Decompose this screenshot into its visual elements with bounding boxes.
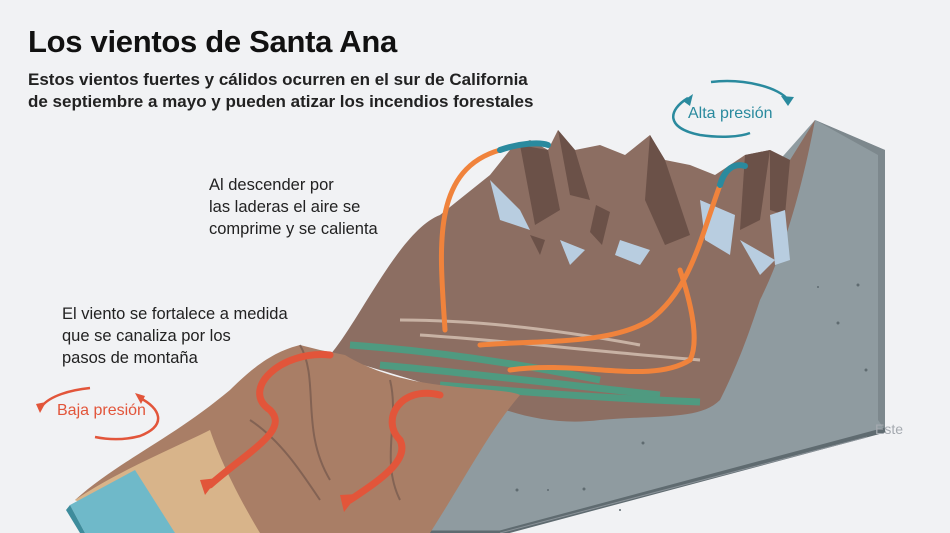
annotation-line: El viento se fortalece a medida bbox=[62, 305, 288, 323]
wind-arrows-warm bbox=[438, 147, 723, 375]
wind-arrows-cool bbox=[497, 140, 748, 188]
subtitle-line: Estos vientos fuertes y cálidos ocurren … bbox=[28, 70, 528, 89]
annotation-descent: Al descender por las laderas el aire se … bbox=[209, 174, 378, 240]
annotation-canalize: El viento se fortalece a medida que se c… bbox=[62, 303, 288, 369]
slab-right-edge bbox=[815, 120, 885, 430]
annotation-line: comprime y se calienta bbox=[209, 220, 378, 238]
annotation-line: pasos de montaña bbox=[62, 349, 198, 367]
annotation-line: las laderas el aire se bbox=[209, 198, 361, 216]
annotation-line: que se canaliza por los bbox=[62, 327, 231, 345]
wind-arrows-hot bbox=[206, 351, 444, 504]
high-pressure-label: Alta presión bbox=[688, 105, 773, 122]
ocean-edge bbox=[66, 505, 85, 533]
page-title: Los vientos de Santa Ana bbox=[28, 24, 397, 59]
hot-arrowheads bbox=[200, 478, 358, 512]
subtitle: Estos vientos fuertes y cálidos ocurren … bbox=[28, 69, 533, 113]
east-direction-label: Este bbox=[875, 421, 904, 437]
valley-light-streaks bbox=[399, 318, 701, 362]
annotation-line: Al descender por bbox=[209, 176, 334, 194]
east-direction-line bbox=[499, 436, 868, 533]
slab-bottom-edge bbox=[380, 427, 886, 533]
ocean bbox=[70, 470, 175, 533]
subtitle-line: de septiembre a mayo y pueden atizar los… bbox=[28, 92, 534, 111]
valley-stripes bbox=[349, 341, 701, 406]
mountain-rock-shadows bbox=[520, 130, 790, 255]
slab-dots bbox=[515, 283, 868, 511]
low-pressure-label: Baja presión bbox=[57, 402, 146, 419]
